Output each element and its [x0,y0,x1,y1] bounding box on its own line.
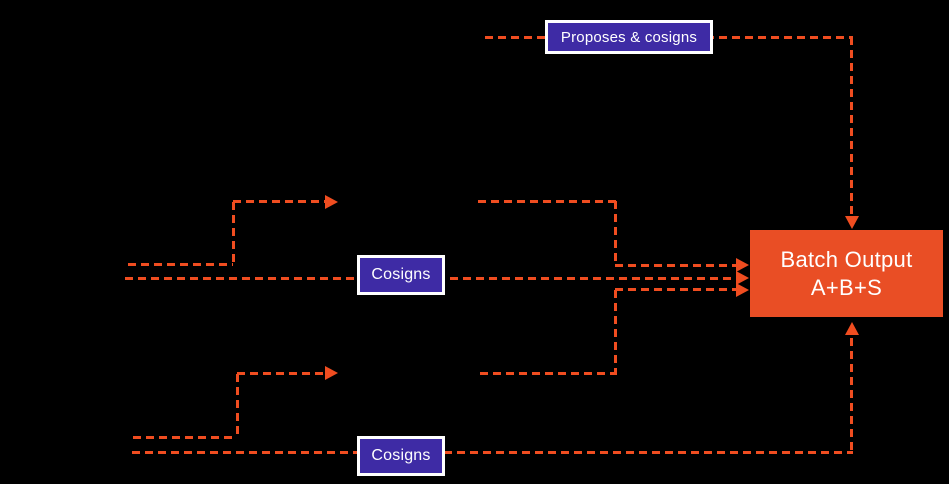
connector-mid-upper-horizontal [478,200,617,203]
arrowhead-right-batch-3-icon [736,283,749,297]
batch-output-label-line1: Batch Output [780,247,913,272]
connector-bottom-branch-vertical [236,374,239,437]
connector-mid-branch-vertical [232,202,235,264]
proposes-cosigns-label: Proposes & cosigns [560,28,698,46]
connector-mid-branch-upper [233,200,325,203]
batch-output-node: Batch Output A+B+S [750,230,943,317]
connector-top-right-vertical [850,37,853,216]
arrowhead-right-batch-2-icon [736,271,749,285]
proposes-cosigns-badge: Proposes & cosigns [545,20,713,54]
batch-output-label-line2: A+B+S [810,274,883,300]
connector-mid-branch-lower [128,263,233,266]
connector-mid-upper-vertical [614,201,617,265]
arrowhead-up-into-batch-icon [845,322,859,335]
cosigns-bottom-label: Cosigns [371,447,431,464]
cosigns-mid-label: Cosigns [371,266,431,283]
connector-batch-feed-1 [615,264,736,267]
cosigns-bottom-badge: Cosigns [357,436,445,476]
cosigns-mid-badge: Cosigns [357,255,445,295]
connector-bottom-branch-lower [133,436,237,439]
arrowhead-right-mid-branch-icon [325,195,338,209]
connector-cosigns-bottom-line [132,451,853,454]
arrowhead-right-batch-1-icon [736,258,749,272]
arrowhead-down-into-batch-icon [845,216,859,229]
connector-bottom-branch-upper [237,372,325,375]
arrowhead-right-bottom-branch-icon [325,366,338,380]
connector-mid-lower-vertical [614,290,617,374]
connector-batch-feed-3 [615,288,736,291]
connector-bottom-right-vertical [850,338,853,452]
connector-mid-lower-horizontal [480,372,617,375]
